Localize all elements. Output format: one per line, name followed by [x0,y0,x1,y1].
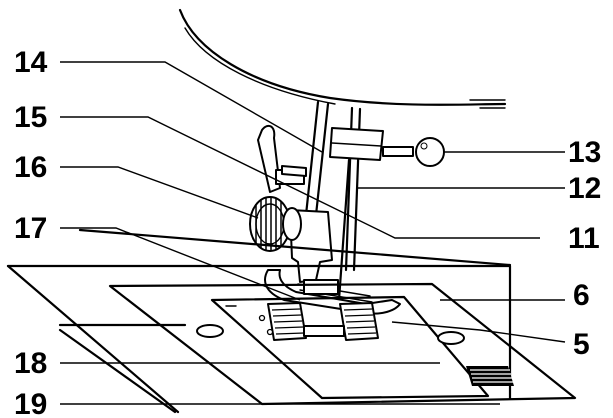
bobbin-cover-release-button [466,366,514,386]
needle-clamp [329,127,384,161]
plate-screw-left [196,324,224,338]
presser-foot-screw [249,196,302,252]
leader-lines [60,61,566,405]
thread-guide [281,165,307,177]
presser-foot [264,269,401,315]
needle-plate [108,282,577,406]
callout-6: 6 [573,279,590,312]
plate-holes [258,314,274,336]
needle-clamp-screw [382,137,445,167]
callout-12: 12 [568,172,601,205]
callout-18: 18 [14,347,47,380]
callout-15: 15 [14,101,47,134]
machine-bed [6,228,512,414]
machine-arm [178,8,507,109]
feed-dogs [267,302,379,341]
callout-19: 19 [14,388,47,418]
presser-bar [304,100,330,217]
callout-14: 14 [14,46,48,79]
callout-16: 16 [14,151,47,184]
callout-17: 17 [14,212,47,245]
plate-screw-right [437,331,465,345]
needle [337,158,351,302]
callout-13: 13 [568,136,601,169]
presser-foot-lever [257,124,281,193]
callout-11: 11 [568,222,600,255]
callout-5: 5 [573,328,590,361]
bobbin-cover-plate [210,295,490,400]
